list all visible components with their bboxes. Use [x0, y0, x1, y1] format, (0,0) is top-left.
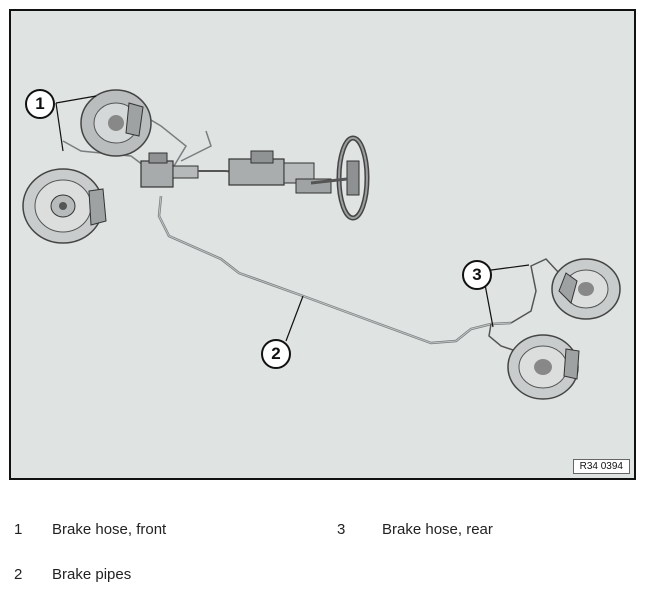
brake-pipe-line-inner [158, 195, 512, 344]
rear-disc-lower [507, 334, 580, 400]
callout-1-leader-a [55, 102, 64, 152]
rear-brake-line-lower [488, 323, 517, 352]
steering-wheel [310, 135, 370, 221]
legend-text-2: Brake pipes [52, 566, 132, 583]
callout-3-leader-a [483, 264, 530, 272]
front-brake-line-3 [180, 130, 212, 162]
rear-disc-upper [551, 258, 621, 320]
callout-3: 3 [462, 260, 492, 290]
front-disc-left [22, 168, 107, 244]
master-cylinder [140, 152, 199, 188]
brake-system-illustration: 1 2 3 R34 0394 [9, 9, 636, 480]
legend-text-3: Brake hose, rear [382, 521, 493, 538]
callout-2-leader [285, 295, 304, 342]
figure-code: R34 0394 [572, 459, 630, 474]
callout-1: 1 [25, 89, 55, 119]
callout-1-leader-b [55, 95, 97, 104]
brake-pipe-line [157, 195, 512, 345]
legend-number-2: 2 [14, 566, 23, 583]
legend-number-3: 3 [337, 521, 346, 538]
brake-booster [198, 150, 332, 194]
legend-text-1: Brake hose, front [52, 521, 167, 538]
brake-drawing [22, 89, 621, 400]
legend-number-1: 1 [14, 521, 23, 538]
front-disc-right [80, 89, 152, 157]
callout-2: 2 [261, 339, 291, 369]
